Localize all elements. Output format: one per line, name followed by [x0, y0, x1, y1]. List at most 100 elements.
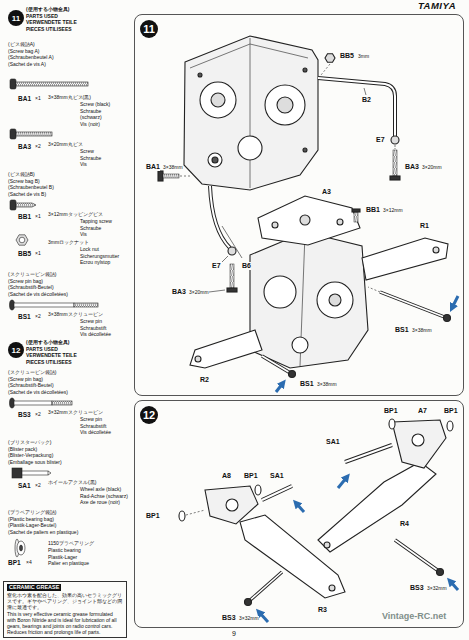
- dimension-label: 3×38mm: [317, 382, 337, 388]
- parts-list-text: (使用する小物金具): [26, 7, 69, 13]
- parts-list-text: 3×38mmスクリューピン: [48, 312, 103, 318]
- part-code: SA1: [270, 472, 284, 480]
- parts-list-text: (Schraubenbeutel B): [8, 185, 54, 191]
- gearbox-illustration: [277, 97, 293, 113]
- suspension-arm-illustration: [392, 420, 446, 468]
- parts-list-text: (ブリスターパック): [8, 440, 51, 446]
- gearbox-illustration: [227, 288, 237, 292]
- gearbox-illustration: [337, 219, 343, 225]
- gearbox-illustration: [380, 292, 447, 318]
- gearbox-illustration: [184, 36, 318, 190]
- parts-list-text: ×2: [35, 412, 41, 418]
- parts-list-text: ×2: [35, 314, 41, 320]
- parts-list-text: Schraubstift: [80, 326, 106, 332]
- parts-list-text: Schraubstift: [80, 424, 106, 430]
- blue-arrows: [450, 581, 458, 590]
- suspension-arm-illustration: [389, 419, 395, 429]
- watermark: Vintage-RC.net: [382, 611, 446, 621]
- parts-list-figures: [22, 471, 48, 475]
- dimension-label: 3×32mm: [427, 586, 447, 592]
- parts-list-figures: [10, 200, 16, 210]
- step-number: 11: [140, 20, 158, 38]
- suspension-arm-illustration: [248, 572, 282, 602]
- part-code: BB1: [18, 213, 31, 220]
- gearbox-illustration: [198, 73, 202, 77]
- step-number: 12: [140, 406, 158, 424]
- parts-list-text: (Blister-Verpackung): [8, 453, 53, 459]
- step-number: 12: [8, 342, 24, 358]
- parts-list-text: PIECES UTILISEES: [26, 27, 72, 33]
- parts-list-text: (Screw pin bag): [8, 279, 43, 285]
- parts-list-text: (Schraubenbeutel A): [8, 55, 54, 61]
- part-code: E7: [376, 136, 385, 144]
- parts-list-figures: [10, 79, 16, 89]
- part-code: BA1: [18, 95, 31, 102]
- suspension-arm-illustration: [345, 445, 392, 462]
- suspension-arm-illustration: [329, 585, 335, 591]
- parts-list-text: ×1: [35, 96, 41, 102]
- part-code: BB1: [366, 206, 380, 214]
- parts-list-text: (プラベアリング袋詰): [8, 510, 56, 516]
- step-number: 11: [12, 14, 20, 23]
- parts-list-figures: [16, 132, 52, 136]
- dimension-label: 3×38mm: [412, 328, 432, 334]
- gearbox-illustration: [380, 292, 447, 318]
- parts-list-text: Ecrou nylstop: [80, 260, 110, 266]
- parts-list-text: (Schraubstift-Beutel): [8, 285, 54, 291]
- part-code: BA1: [146, 163, 160, 171]
- parts-list-text: (schwarz): [80, 115, 102, 121]
- parts-list-text: Axe de roue (noir): [80, 500, 120, 506]
- parts-list-text: PIECES UTILISEES: [26, 360, 72, 366]
- parts-list-text: (Emballage sous blister): [8, 460, 62, 466]
- parts-list-figures: [16, 203, 36, 207]
- gearbox-illustration: [238, 136, 262, 160]
- gearbox-illustration: [329, 294, 341, 306]
- gearbox-illustration: [317, 282, 353, 318]
- gearbox-illustration: [190, 330, 262, 368]
- parts-list-text: Palier en plastique: [48, 561, 89, 567]
- gearbox-illustration: [354, 212, 358, 222]
- step-number: 12: [12, 346, 21, 355]
- gearbox-illustration: [444, 315, 451, 322]
- suspension-arm-illustration: [437, 569, 444, 576]
- gearbox-illustration: [292, 337, 308, 353]
- gearbox-illustration: [368, 287, 380, 292]
- gearbox-illustration: [258, 196, 360, 245]
- suspension-arm-illustration: [447, 421, 453, 431]
- parts-list-text: Plastik-Lager: [48, 555, 77, 561]
- suspension-arm-illustration: [345, 445, 392, 462]
- parts-list-text: Schraube: [80, 156, 101, 162]
- part-code: SA1: [18, 482, 31, 489]
- gearbox-illustration: [352, 209, 360, 212]
- parts-list-figures: [14, 303, 74, 307]
- suspension-arm-illustration: [262, 486, 292, 500]
- parts-list-text: Vis décolletée: [80, 430, 111, 436]
- parts-list-text: (Sachet de vis B): [8, 192, 46, 198]
- parts-list-text: (Sachet de paliers en plastique): [8, 530, 78, 536]
- parts-list-figures: [10, 79, 99, 557]
- parts-list-text: 3mmロックナット: [48, 240, 89, 246]
- parts-list-text: 3×20mm丸ビス: [48, 142, 83, 148]
- parts-list-text: Sicherungsmutter: [80, 254, 119, 260]
- parts-list-figures: [10, 129, 16, 139]
- part-code: A3: [322, 188, 331, 196]
- parts-list-text: Screw pin: [80, 417, 102, 423]
- part-code: R3: [318, 606, 327, 614]
- parts-list-text: (Plastic bearing bag): [8, 517, 54, 523]
- part-code: BA3: [405, 163, 419, 171]
- part-code: BS3: [222, 614, 236, 622]
- dimension-label: 3mm: [358, 54, 369, 60]
- suspension-arm-illustration: [395, 540, 440, 572]
- part-code: B2: [362, 96, 371, 104]
- gearbox-illustration: [265, 85, 305, 125]
- parts-list-text: (Screw bag B): [8, 179, 40, 185]
- suspension-arm-illustration: [179, 419, 453, 606]
- blue-arrows: [452, 296, 458, 308]
- blue-arrows: [296, 503, 304, 512]
- gearbox-illustration: [211, 93, 225, 107]
- part-code: R1: [420, 222, 429, 230]
- gearbox-illustration: [262, 356, 292, 374]
- gearbox-illustration: [210, 186, 230, 248]
- parts-list-text: Vis décolletée: [80, 332, 111, 338]
- part-code: B6: [242, 262, 251, 270]
